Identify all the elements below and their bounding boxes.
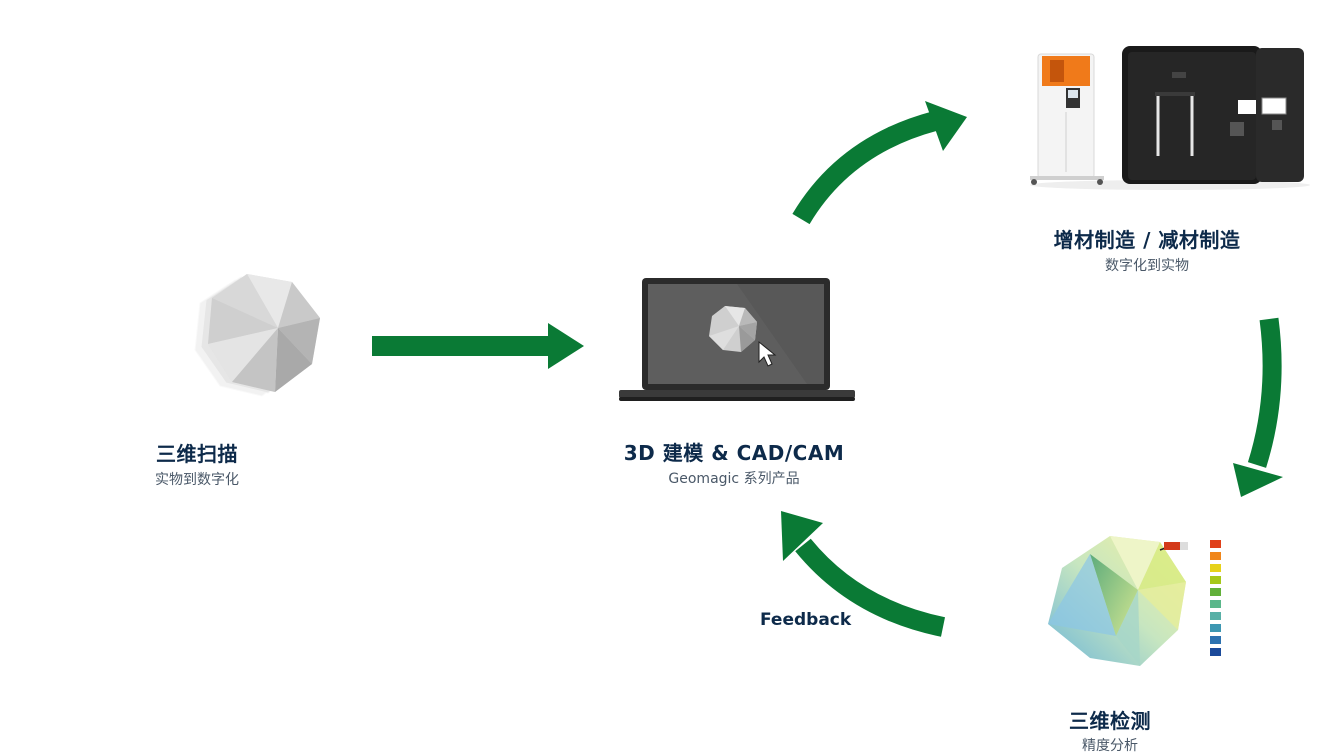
scan-title: 三维扫描 [156,442,238,466]
manufacture-title: 增材制造 / 减材制造 [1053,228,1241,252]
3d-printer-icon [1030,46,1310,190]
inspect-title: 三维检测 [1069,709,1151,733]
arrow-right-icon [372,323,584,369]
arrow-curve-down-icon [1233,317,1283,497]
feedback-label: Feedback [760,610,852,630]
design-subtitle: Geomagic 系列产品 [668,471,800,487]
design-title: 3D 建模 & CAD/CAM [623,441,845,465]
manufacture-subtitle: 数字化到实物 [1105,258,1189,274]
scan-subtitle: 实物到数字化 [155,472,239,488]
scanned-polyhedron-icon [194,274,320,397]
laptop-icon [619,278,855,401]
color-map-polyhedron-icon [1048,536,1221,666]
arrow-feedback-icon [781,511,946,637]
inspect-subtitle: 精度分析 [1082,738,1138,754]
arrow-curve-up-icon [792,101,967,225]
